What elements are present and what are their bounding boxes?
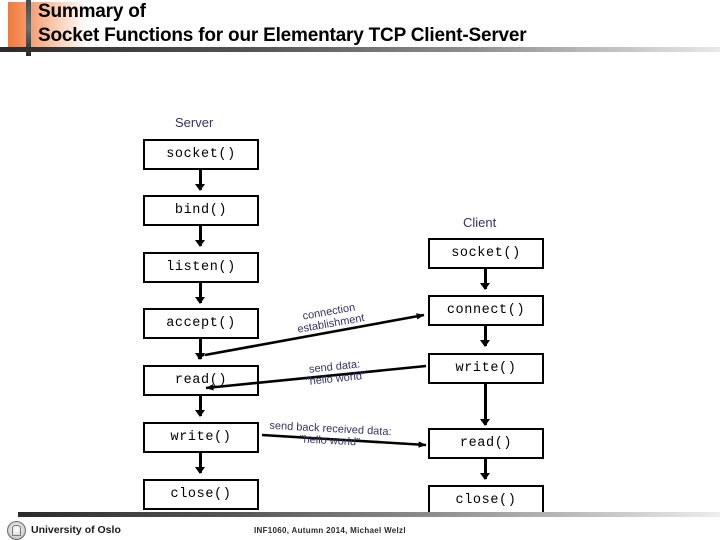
column-label-client: Client xyxy=(463,215,497,230)
client-connector-connect-write xyxy=(484,326,487,346)
client-arrowhead-close xyxy=(480,473,490,480)
client-arrowhead-read xyxy=(480,419,490,426)
client-connector-read-close xyxy=(484,459,487,479)
server-step-close[interactable]: close() xyxy=(143,479,259,510)
server-connector-read-write xyxy=(199,396,202,416)
socket-flow-diagram: Server Client socket() bind() listen() a… xyxy=(0,56,720,516)
client-step-read[interactable]: read() xyxy=(428,428,544,459)
message-arrows xyxy=(197,313,427,448)
client-step-connect[interactable]: connect() xyxy=(428,295,544,326)
server-arrowhead-bind xyxy=(195,184,205,191)
page-title: Summary of Socket Functions for our Elem… xyxy=(38,0,714,48)
server-arrowhead-listen xyxy=(195,240,205,247)
footer-course-info: INF1060, Autumn 2014, Michael Welzl xyxy=(254,526,406,535)
header-orange-accent-block xyxy=(8,2,88,50)
client-arrowhead-connect xyxy=(480,283,490,290)
header-divider-rule xyxy=(0,47,720,52)
page-title-line-2: Socket Functions for our Elementary TCP … xyxy=(38,25,527,46)
university-seal-icon xyxy=(7,521,26,540)
server-arrowhead-close xyxy=(195,467,205,474)
server-arrowhead-write xyxy=(195,410,205,417)
arrow-send-data xyxy=(205,364,427,391)
client-step-socket[interactable]: socket() xyxy=(428,238,544,269)
client-arrowhead-write xyxy=(480,340,490,347)
server-arrowhead-accept xyxy=(195,297,205,304)
header-vertical-bar xyxy=(26,0,31,56)
server-connector-bind-listen xyxy=(199,226,202,246)
server-step-listen[interactable]: listen() xyxy=(143,252,259,283)
server-step-write[interactable]: write() xyxy=(143,422,259,453)
slide-header: Summary of Socket Functions for our Elem… xyxy=(0,0,720,56)
client-step-write[interactable]: write() xyxy=(428,353,544,384)
slide-footer: University of Oslo INF1060, Autumn 2014,… xyxy=(0,512,720,540)
server-connector-socket-bind xyxy=(199,170,202,190)
footer-divider-rule xyxy=(18,512,720,517)
client-connector-write-read xyxy=(484,384,487,425)
server-connector-listen-accept xyxy=(199,283,202,303)
footer-university-name: University of Oslo xyxy=(31,524,121,536)
arrow-send-back-received-data xyxy=(261,433,427,448)
server-step-bind[interactable]: bind() xyxy=(143,195,259,226)
page-title-line-1: Summary of xyxy=(38,1,146,22)
server-step-socket[interactable]: socket() xyxy=(143,139,259,170)
server-connector-write-close xyxy=(199,453,202,473)
client-connector-socket-connect xyxy=(484,269,487,289)
arrow-connection-establishment xyxy=(197,313,425,360)
column-label-server: Server xyxy=(175,115,214,130)
